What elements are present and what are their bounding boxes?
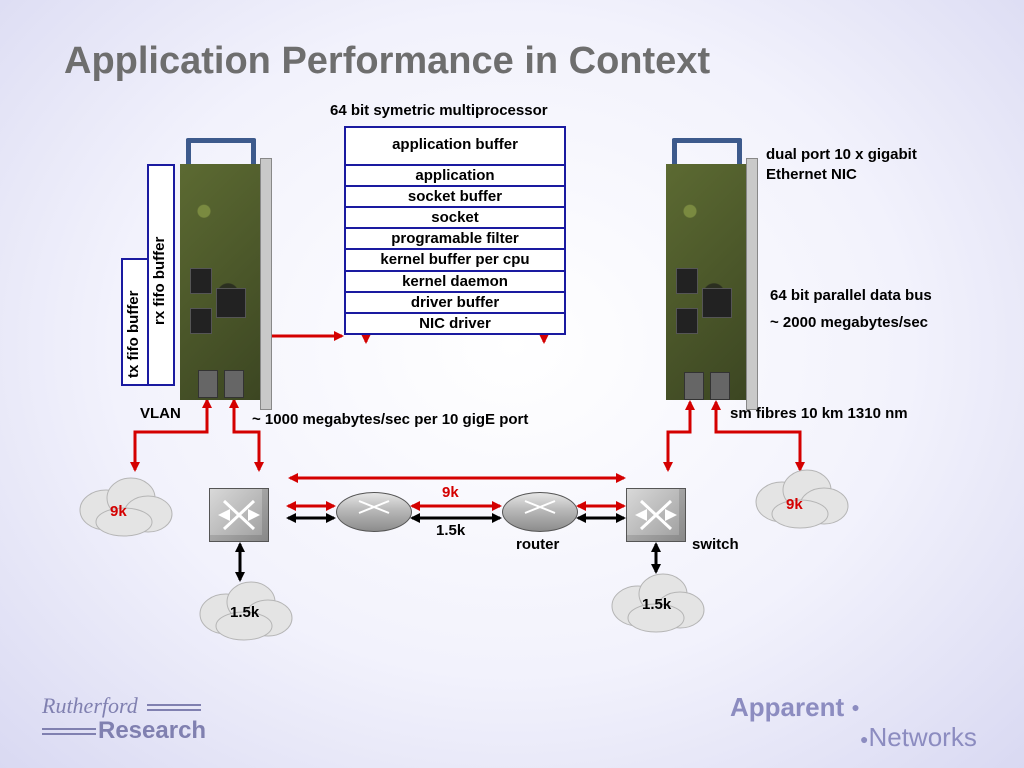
fibre-port [684,372,704,400]
stack-layer-nic-driver: NIC driver [419,315,491,332]
stack-layer-programable-filter: programable filter [346,229,564,250]
stack-layer-driver-buffer: driver buffer [346,293,564,314]
right-router [502,492,578,532]
card-handle [672,138,742,173]
left-router [336,492,412,532]
logo-apparent-text: Apparent [730,692,845,722]
router-arrows-icon [524,500,556,514]
left-switch [209,488,269,542]
core-std-mtu: 1.5k [436,522,466,539]
tx-fifo-label: tx fifo buffer [125,290,142,379]
logo-bottom-text: Research [98,717,207,744]
switch-arrows-icon [218,499,260,531]
fibre-port [198,370,218,398]
card-bracket [746,158,758,410]
left-jumbo-cloud [79,477,173,537]
fibre-port [224,370,244,398]
right-cloud-mtu: 9k [786,496,803,513]
switch-label: switch [692,536,739,553]
left-nic-card [178,138,278,410]
router-label: router [516,536,560,553]
right-fibre-arrow-a [663,400,695,472]
bus-rate-label: ~ 2000 megabytes/sec [770,314,929,331]
rutherford-logo: Rutherford Research [42,694,206,744]
right-std-cloud-mtu: 1.5k [642,596,672,613]
bus-label: 64 bit parallel data bus [770,287,932,304]
rx-fifo-box [147,164,175,386]
logo-top-text: Rutherford [42,693,138,718]
vlan-arrow [130,398,212,472]
left-std-cloud-mtu: 1.5k [230,604,260,621]
vlan-label: VLAN [140,405,181,422]
chip [676,308,698,334]
right-switch [626,488,686,542]
right-jumbo-cloud [755,469,849,529]
fibres-label: sm fibres 10 km 1310 nm [730,405,908,422]
router-arrows-icon [358,500,390,514]
chip [190,268,212,294]
stack-header: 64 bit symetric multiprocessor [330,102,548,119]
chip [190,308,212,334]
stack-layer-kernel-daemon: kernel daemon [346,272,564,293]
card-bracket [260,158,272,410]
logo-networks-text: Networks [868,722,977,752]
right-std-cloud [611,573,705,633]
rx-fifo-label: rx fifo buffer [151,236,168,325]
stack-layer-application: application [346,166,564,187]
port-rate-label: ~ 1000 megabytes/sec per 10 gigE port [252,411,529,428]
core-jumbo-mtu: 9k [442,484,459,501]
left-std-cloud [199,581,293,641]
chip [216,288,246,318]
apparent-networks-logo: Apparent ● ●Networks [730,692,977,752]
switch-arrows-icon [635,499,677,531]
fibre-port [710,372,730,400]
protocol-stack: application buffer application socket bu… [344,126,566,335]
left-fibre-arrow [229,398,264,472]
stack-layer-socket-buffer: socket buffer [346,187,564,208]
left-cloud-mtu: 9k [110,503,127,520]
stack-layer-application-buffer: application buffer [346,128,564,166]
chip [702,288,732,318]
stack-layer-socket: socket [346,208,564,229]
stack-layer-kernel-buffer: kernel buffer per cpu [346,250,564,272]
chip [676,268,698,294]
nic-label: dual port 10 x gigabit Ethernet NIC [766,146,917,183]
right-nic-card [664,138,764,410]
card-handle [186,138,256,173]
right-fibre-arrow-b [711,400,805,472]
slide-title: Application Performance in Context [64,40,711,82]
